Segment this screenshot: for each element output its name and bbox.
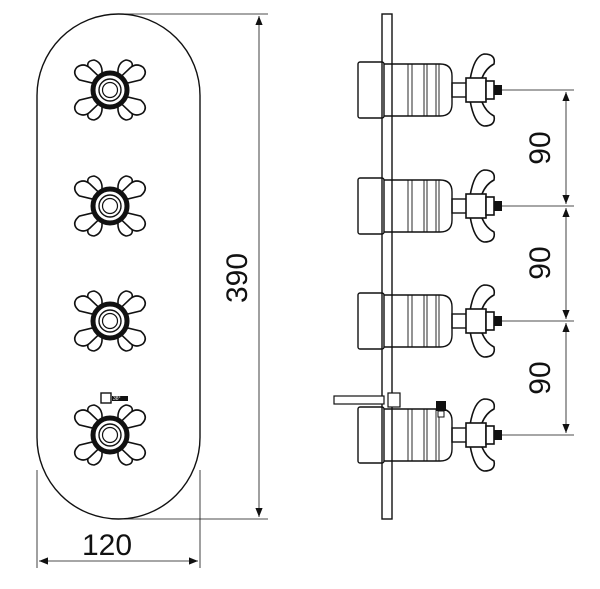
handle-4-icon xyxy=(72,405,149,465)
width-dimension: 120 xyxy=(36,470,201,568)
thermostatic-mark-label: 38° xyxy=(113,396,121,402)
height-label: 390 xyxy=(221,253,254,303)
spacing-label-middle: 90 xyxy=(524,246,557,279)
thermostatic-mark-icon: 38° xyxy=(100,392,128,404)
spacing-dimensions: 90 90 90 xyxy=(502,89,574,436)
spacing-label-bottom: 90 xyxy=(524,361,557,394)
handle-2-icon xyxy=(72,176,149,236)
front-view: 38° xyxy=(36,13,201,520)
handle-3-icon xyxy=(72,291,149,351)
side-view xyxy=(333,13,503,520)
spacing-label-top: 90 xyxy=(524,131,557,164)
side-valve-4-icon xyxy=(357,398,503,472)
height-dimension: 390 xyxy=(118,13,268,520)
width-label: 120 xyxy=(82,529,132,562)
side-valve-2-icon xyxy=(357,169,503,243)
side-valve-3-icon xyxy=(357,284,503,358)
side-plate xyxy=(381,13,393,520)
side-valve-1-icon xyxy=(357,53,503,127)
handle-1-icon xyxy=(72,60,149,120)
diverter-lever-icon xyxy=(333,392,446,418)
